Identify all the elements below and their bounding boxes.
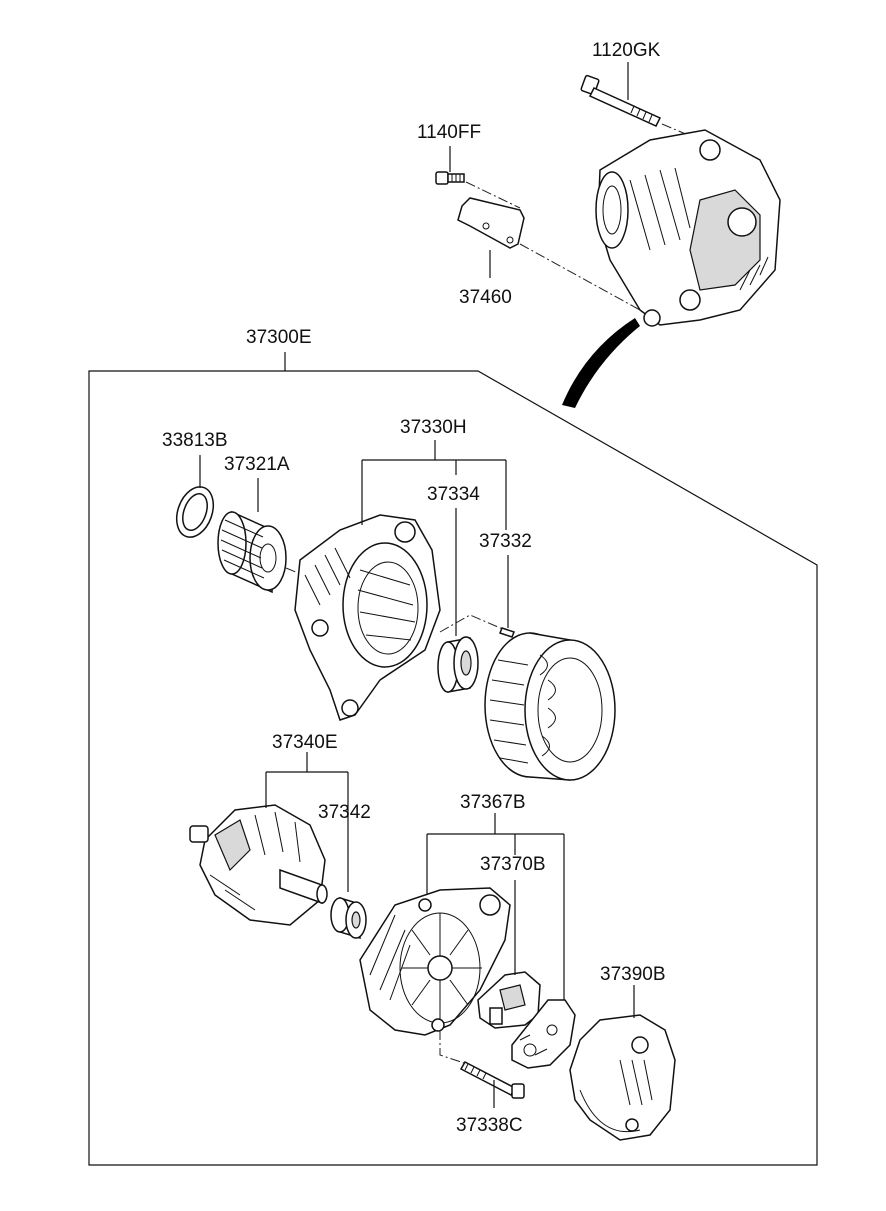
pulley-37321a <box>217 478 311 594</box>
front-bracket-37330h <box>294 440 507 721</box>
bolt-1140ff <box>435 146 521 209</box>
brush-holder-37370b <box>477 880 541 1029</box>
label-37332: 37332 <box>479 531 532 552</box>
label-37330h: 37330H <box>400 417 467 438</box>
label-1140ff: 1140FF <box>417 122 481 143</box>
label-37340e: 37340E <box>272 732 338 753</box>
label-37334: 37334 <box>427 484 480 505</box>
bolt-37338c <box>459 1061 525 1108</box>
ring-33813b <box>175 455 215 538</box>
bolt-1120gk <box>580 62 701 141</box>
label-37342: 37342 <box>318 802 371 823</box>
label-37390b: 37390B <box>600 964 666 985</box>
assembly-outline <box>88 370 818 1166</box>
label-37321a: 37321A <box>224 454 290 475</box>
label-37460: 37460 <box>459 287 512 308</box>
rotor-37340e <box>189 752 349 926</box>
bearing-37342 <box>330 896 367 940</box>
rear-bracket-37367b <box>359 813 565 1066</box>
label-37370b: 37370B <box>480 854 546 875</box>
label-37300e: 37300E <box>246 327 312 348</box>
alternator-assembly-illustration <box>595 129 781 327</box>
label-37338c: 37338C <box>456 1115 523 1136</box>
cover-37390b <box>569 985 676 1141</box>
bearing-37334 <box>437 508 479 693</box>
screw-37332 <box>499 555 515 638</box>
rectifier-illustration <box>511 999 576 1069</box>
label-33813b: 33813B <box>162 430 228 451</box>
pointer-arrow <box>562 318 640 408</box>
bracket-37460 <box>457 197 641 311</box>
label-37367b: 37367B <box>460 792 526 813</box>
stator-illustration <box>484 632 616 781</box>
label-1120gk: 1120GK <box>592 40 661 61</box>
